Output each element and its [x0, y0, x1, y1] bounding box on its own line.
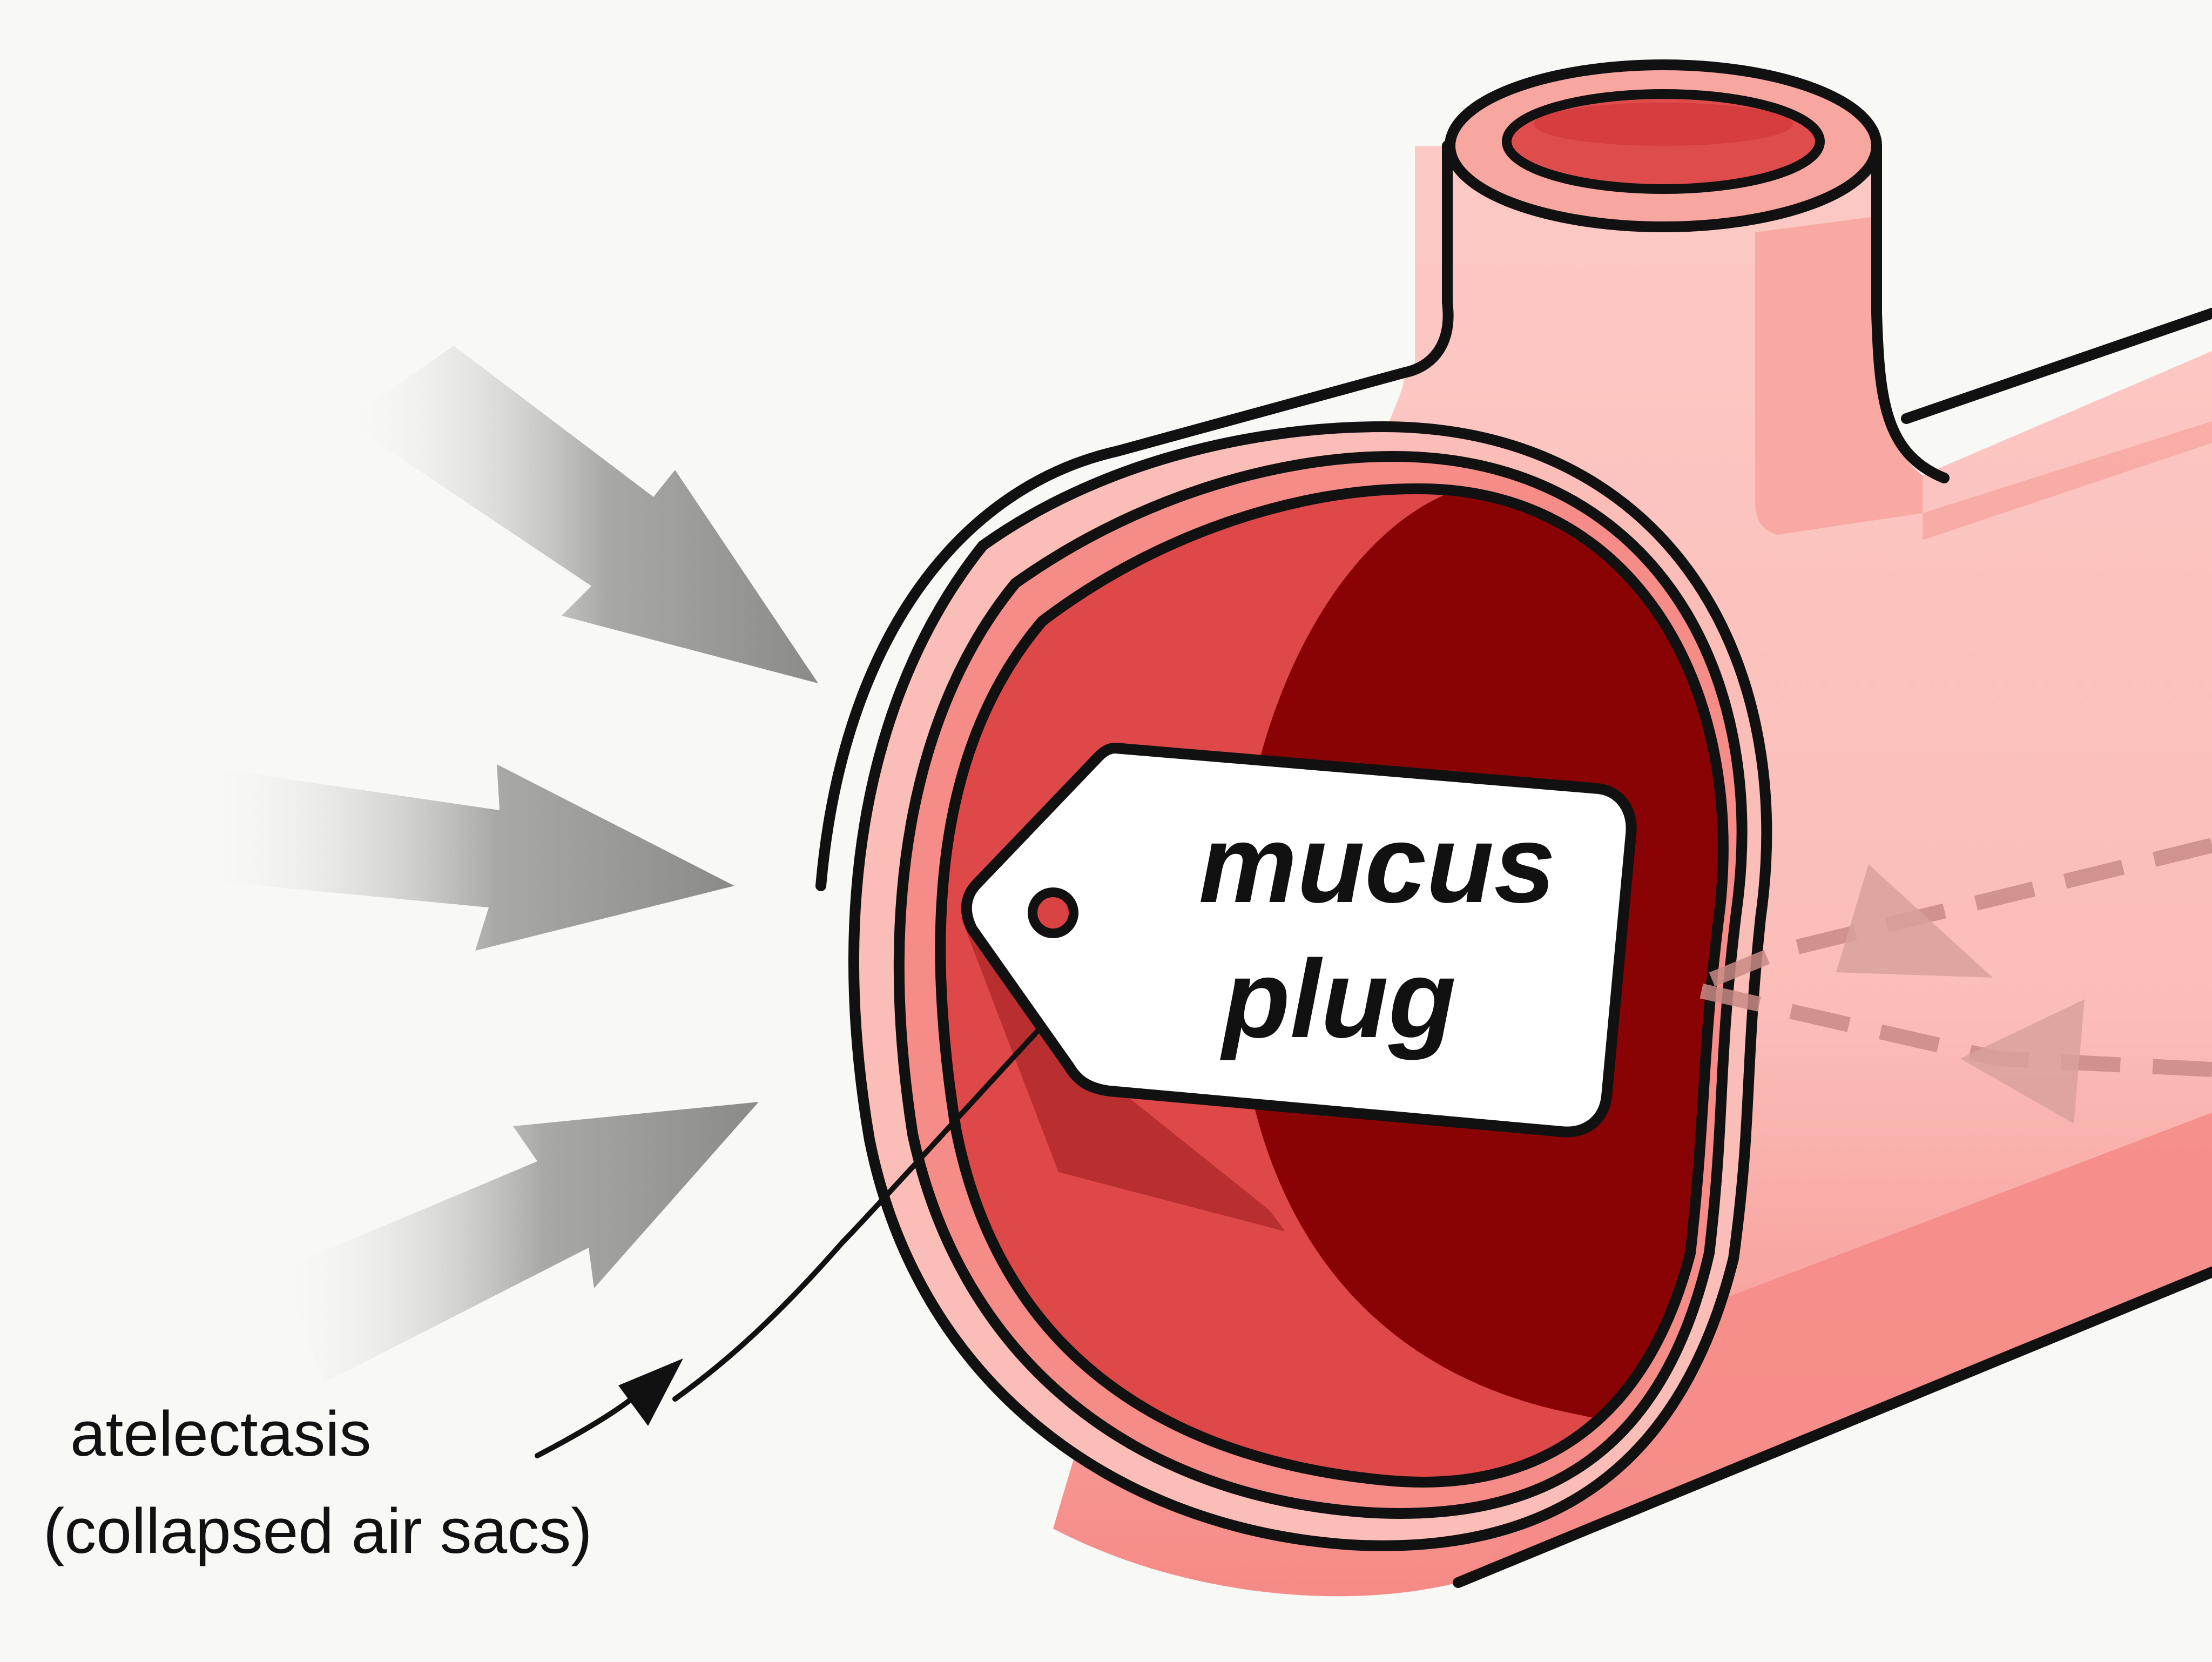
arrow-lower	[281, 1102, 759, 1383]
tube-lower-shade	[1458, 1113, 2212, 1583]
leader-line	[672, 1026, 1042, 1402]
branch-shade	[1755, 216, 1923, 535]
tube-top-edge	[1901, 308, 2212, 424]
branch-right-edge	[1871, 140, 1950, 483]
tag-shape	[961, 743, 1637, 1138]
internal-dashed-arrows	[1687, 838, 2212, 1123]
branch-left-edge	[815, 140, 1454, 891]
caption-line1: atelectasis	[70, 1398, 372, 1470]
arrow-upper	[346, 346, 818, 683]
tag-label-line2: plug	[1220, 937, 1456, 1061]
branch-lumen-shade	[1534, 103, 1793, 146]
dashed-arrow-upper-head	[1836, 864, 1993, 978]
tube-mid-shade	[1923, 421, 2212, 540]
lumen-outline	[935, 483, 1729, 1488]
arrow-middle	[205, 764, 734, 951]
dashed-arrow-lower-head	[1960, 999, 2085, 1123]
caption-line2: (collapsed air sacs)	[43, 1496, 592, 1567]
tube-bottom-edge	[1453, 1267, 2212, 1588]
tag-label-line1: mucus	[1199, 802, 1556, 926]
annotation-leader	[535, 1026, 1042, 1458]
branch-opening	[1445, 59, 1882, 232]
tube-outlines	[815, 140, 2212, 1588]
tag-eyelet-icon	[1028, 887, 1078, 938]
mucus-plug-tag: mucus plug	[961, 743, 1637, 1138]
annotation-caption: atelectasis (collapsed air sacs)	[43, 1398, 592, 1567]
external-pressure-arrows	[205, 346, 818, 1383]
leader-arrowhead	[618, 1358, 683, 1426]
dashed-arrow-upper-line	[1687, 838, 2212, 995]
